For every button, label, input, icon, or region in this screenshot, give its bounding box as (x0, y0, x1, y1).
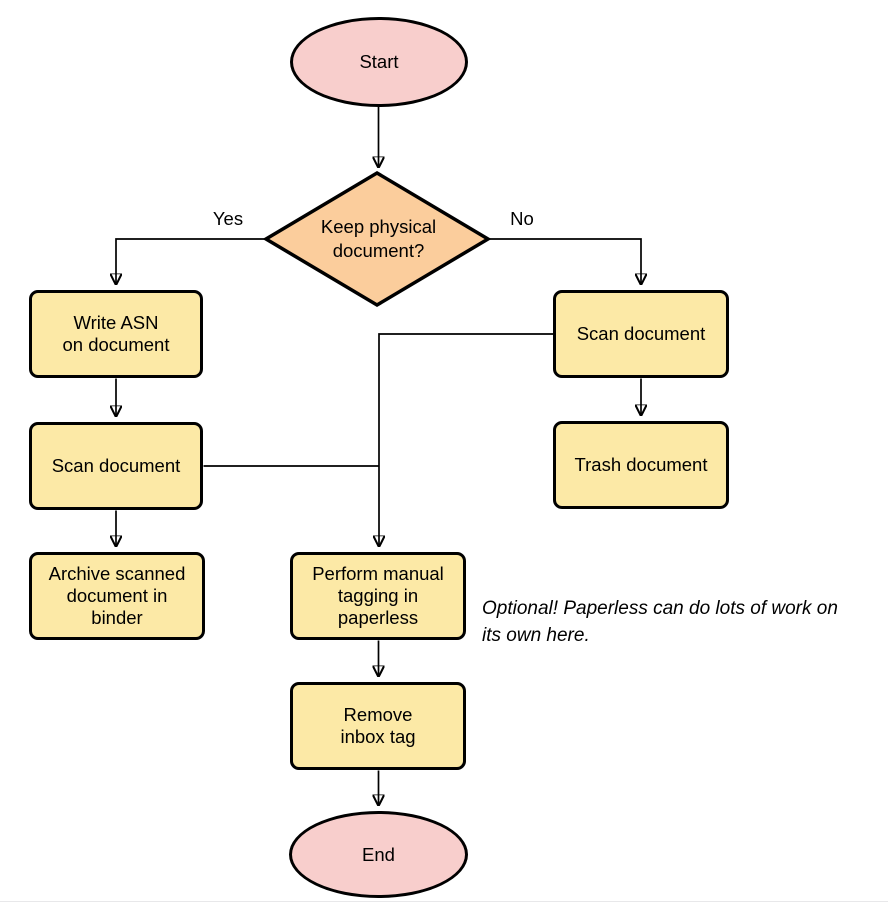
edge-label-yes: Yes (212, 208, 244, 229)
decision-diamond-shape (262, 170, 492, 308)
node-trash-document: Trash document (553, 421, 729, 509)
edge-decision-yes-to-write-asn (116, 238, 266, 284)
edge-scan-right-to-tagging (379, 333, 553, 546)
node-archive-in-binder: Archive scanned document in binder (29, 552, 205, 640)
node-scan-document-right: Scan document (553, 290, 729, 378)
node-manual-tagging: Perform manual tagging in paperless (290, 552, 466, 640)
node-end: End (289, 811, 468, 898)
optional-annotation-text: Optional! Paperless can do lots of work … (482, 598, 838, 646)
node-scan-document-left: Scan document (29, 422, 203, 510)
node-remove-inbox-tag: Remove inbox tag (290, 682, 466, 770)
edge-decision-no-to-scan-right (488, 238, 641, 284)
node-start: Start (290, 17, 468, 107)
bottom-divider (0, 901, 888, 902)
node-decision-label: Keep physical document? (320, 216, 437, 261)
node-write-asn: Write ASN on document (29, 290, 203, 378)
edge-label-no: No (510, 208, 534, 229)
